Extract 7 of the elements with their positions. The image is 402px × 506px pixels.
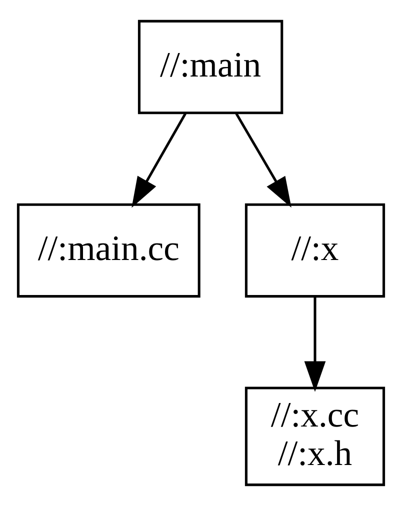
arrow xyxy=(132,113,186,208)
node-box: //:x.cc //:x.h xyxy=(244,386,386,486)
node-box: //:main.cc xyxy=(16,203,200,298)
node-box: //:x xyxy=(244,203,386,298)
arrow xyxy=(235,113,292,208)
node-box: //:main xyxy=(138,20,284,114)
arrow xyxy=(304,296,326,392)
